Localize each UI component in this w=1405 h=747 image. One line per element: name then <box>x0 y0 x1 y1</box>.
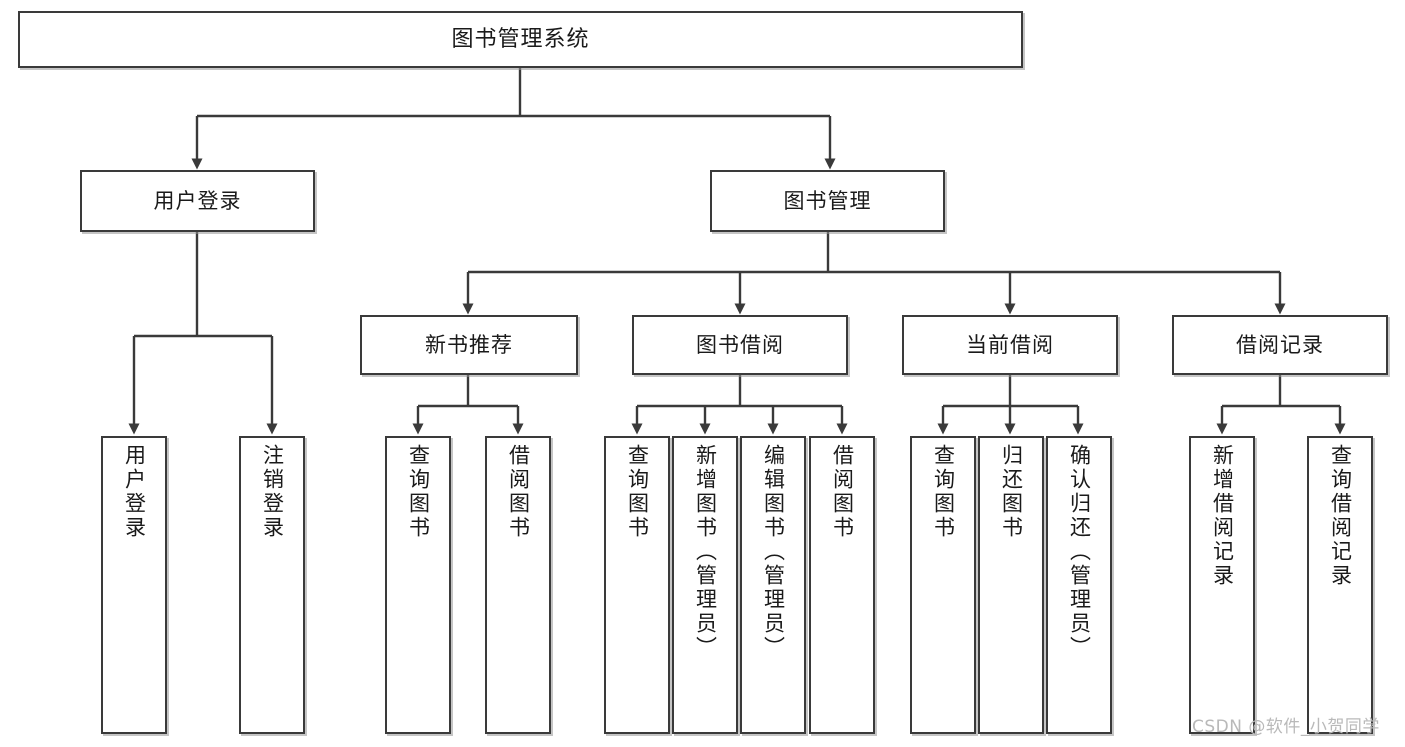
node-label: 查询图书 <box>625 444 650 540</box>
leaf-edit-book-admin[interactable]: 编辑图书（管理员） <box>740 436 806 734</box>
node-label: 图书管理 <box>783 188 872 213</box>
node-new-book-recommend[interactable]: 新书推荐 <box>360 315 578 375</box>
node-book-management[interactable]: 图书管理 <box>710 170 945 232</box>
watermark-text: CSDN @软件_小贺同学 <box>1192 717 1380 737</box>
leaf-logout-login[interactable]: 注销登录 <box>239 436 305 734</box>
node-label: 编辑图书（管理员） <box>761 444 786 660</box>
leaf-query-book-recommend[interactable]: 查询图书 <box>385 436 451 734</box>
node-user-login[interactable]: 用户登录 <box>80 170 315 232</box>
leaf-query-borrow-record[interactable]: 查询借阅记录 <box>1307 436 1373 734</box>
leaf-add-book-admin[interactable]: 新增图书（管理员） <box>672 436 738 734</box>
node-label: 查询图书 <box>406 444 431 540</box>
node-label: 新增图书（管理员） <box>693 444 718 660</box>
node-label: 用户登录 <box>153 188 242 213</box>
node-label: 借阅图书 <box>830 444 855 540</box>
node-label: 归还图书 <box>999 444 1024 540</box>
node-label: 确认归还（管理员） <box>1067 444 1092 660</box>
leaf-borrow-book[interactable]: 借阅图书 <box>809 436 875 734</box>
node-borrow-records[interactable]: 借阅记录 <box>1172 315 1388 375</box>
node-root-system[interactable]: 图书管理系统 <box>18 11 1023 68</box>
node-label: 图书管理系统 <box>451 26 590 52</box>
leaf-query-book-borrow[interactable]: 查询图书 <box>604 436 670 734</box>
node-label: 注销登录 <box>260 444 285 540</box>
leaf-add-borrow-record[interactable]: 新增借阅记录 <box>1189 436 1255 734</box>
leaf-confirm-return-admin[interactable]: 确认归还（管理员） <box>1046 436 1112 734</box>
node-label: 图书借阅 <box>696 332 784 357</box>
leaf-user-login[interactable]: 用户登录 <box>101 436 167 734</box>
node-label: 用户登录 <box>122 444 147 540</box>
node-label: 借阅图书 <box>506 444 531 540</box>
node-label: 查询借阅记录 <box>1328 444 1353 588</box>
leaf-return-book[interactable]: 归还图书 <box>978 436 1044 734</box>
node-label: 查询图书 <box>931 444 956 540</box>
leaf-borrow-book-recommend[interactable]: 借阅图书 <box>485 436 551 734</box>
node-label: 新书推荐 <box>425 332 513 357</box>
leaf-query-book-current[interactable]: 查询图书 <box>910 436 976 734</box>
node-book-borrow[interactable]: 图书借阅 <box>632 315 848 375</box>
node-label: 当前借阅 <box>966 332 1054 357</box>
node-label: 借阅记录 <box>1236 332 1324 357</box>
node-label: 新增借阅记录 <box>1210 444 1235 588</box>
node-current-borrow[interactable]: 当前借阅 <box>902 315 1118 375</box>
